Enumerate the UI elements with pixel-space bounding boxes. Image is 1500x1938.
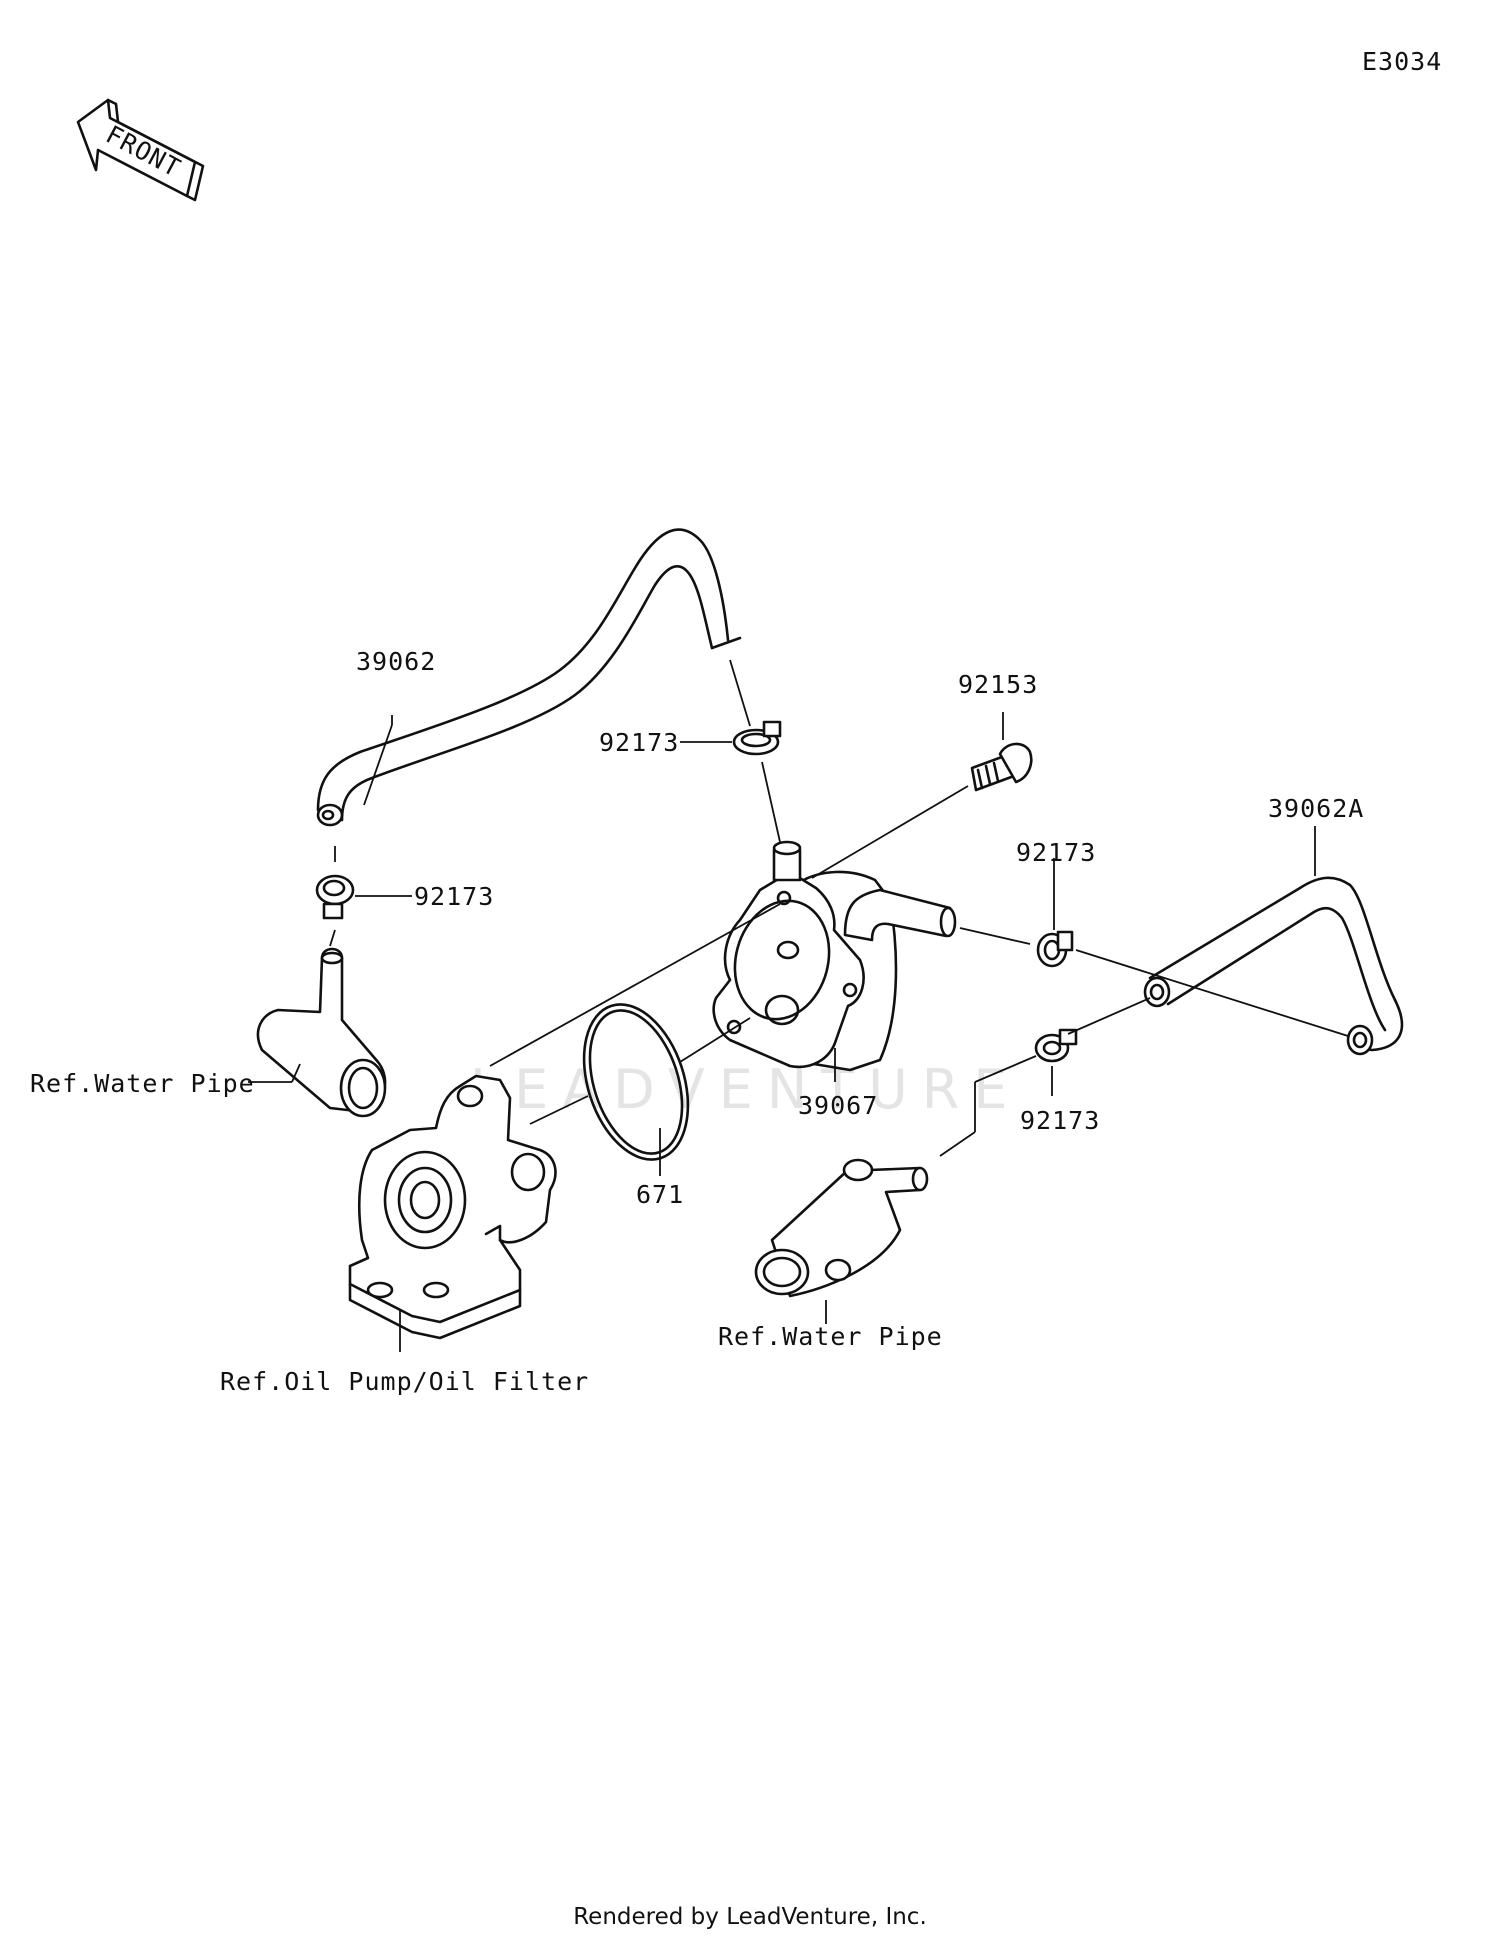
label-39062a: 39062A (1268, 794, 1364, 823)
label-39067: 39067 (798, 1091, 878, 1120)
water-pipe-left (256, 947, 387, 1118)
hose-39062a (1143, 876, 1404, 1056)
clamp-92173-left (315, 874, 355, 920)
label-ref-water-pipe-left: Ref.Water Pipe (30, 1069, 255, 1098)
label-92173-left: 92173 (414, 882, 494, 911)
label-92173-right-lower: 92173 (1020, 1106, 1100, 1135)
watermark: LEADVENTURE (470, 1058, 1021, 1121)
bolt-92153 (970, 742, 1033, 792)
water-pipe-right (754, 1158, 929, 1298)
oil-cooler-39067 (712, 840, 957, 1072)
hose-39062 (316, 528, 742, 827)
label-ref-oil-pump: Ref.Oil Pump/Oil Filter (220, 1367, 589, 1396)
clamp-92173-right-upper (1036, 930, 1074, 968)
label-92153: 92153 (958, 670, 1038, 699)
label-39062: 39062 (356, 647, 436, 676)
label-92173-right-upper: 92173 (1016, 838, 1096, 867)
clamp-92173-top (732, 720, 782, 756)
clamp-92173-right-lower (1034, 1028, 1078, 1063)
diagram-code: E3034 (1362, 47, 1442, 76)
oil-pump-housing (348, 1074, 557, 1340)
label-671: 671 (636, 1180, 684, 1209)
label-ref-water-pipe-right: Ref.Water Pipe (718, 1322, 943, 1351)
footer-credit: Rendered by LeadVenture, Inc. (573, 1904, 927, 1930)
leader-lines (248, 659, 1349, 1352)
front-arrow-icon: FRONT (76, 98, 205, 202)
label-92173-top: 92173 (599, 728, 679, 757)
